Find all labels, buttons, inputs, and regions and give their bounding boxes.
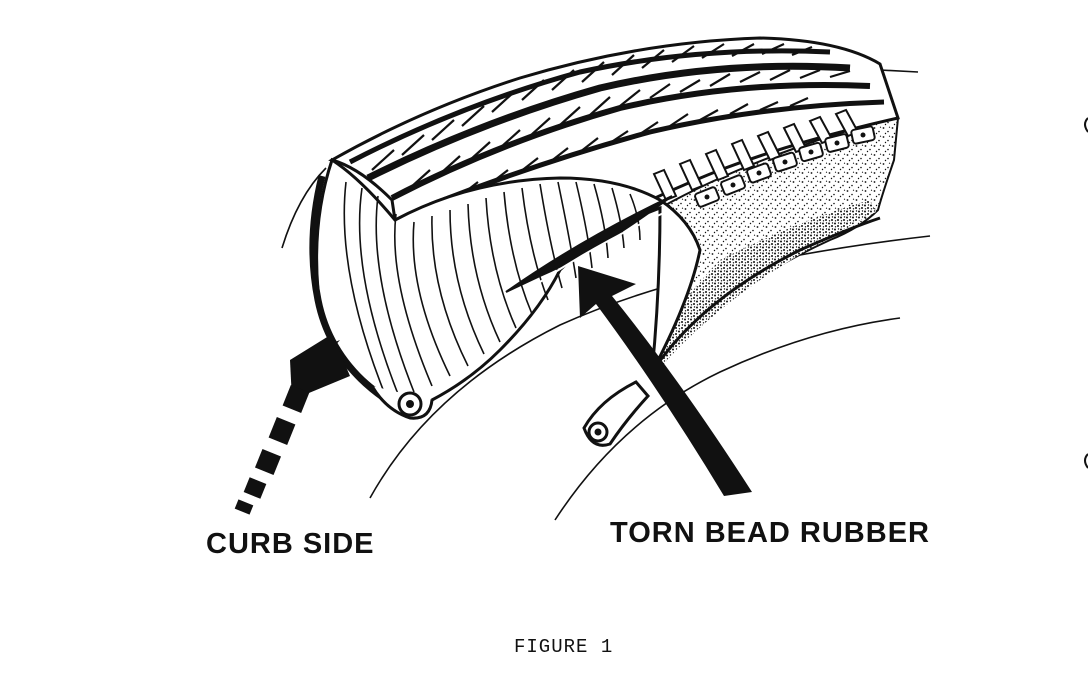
rim-flange-icon	[582, 380, 651, 447]
torn-bead-rubber-label: TORN BEAD RUBBER	[610, 517, 930, 549]
solid-arrow-icon	[578, 266, 752, 496]
tire-inner-cutaway	[309, 157, 702, 414]
tire-bead-icon	[370, 385, 434, 420]
edge-marks	[1084, 117, 1088, 469]
curb-side-label: CURB SIDE	[206, 528, 375, 560]
tire-tread-icon	[328, 36, 900, 228]
figure-caption: FIGURE 1	[514, 636, 614, 658]
dashed-arrow-icon	[234, 334, 350, 515]
rim-outline	[281, 69, 931, 521]
